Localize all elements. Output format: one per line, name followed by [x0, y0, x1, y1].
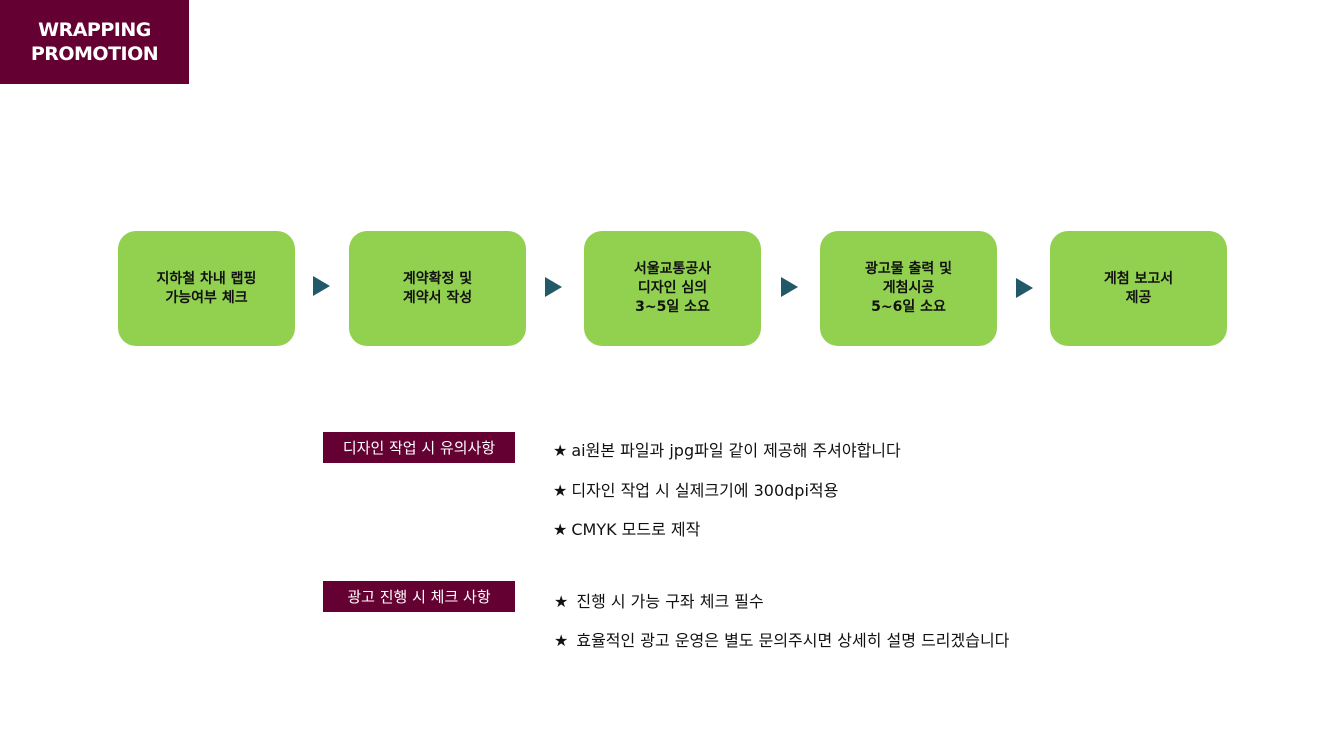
ad-note-2: ★ 효율적인 광고 운영은 별도 문의주시면 상세히 설명 드리겠습니다: [554, 627, 1009, 651]
design-note-2-text: 디자인 작업 시 실제크기에 300dpi적용: [571, 481, 839, 500]
arrow-right-icon: [313, 276, 330, 296]
design-note-2: ★디자인 작업 시 실제크기에 300dpi적용: [553, 477, 838, 501]
design-note-3-text: CMYK 모드로 제작: [571, 520, 701, 539]
ad-notes-label: 광고 진행 시 체크 사항: [323, 581, 515, 612]
step-3: 서울교통공사 디자인 심의 3~5일 소요: [584, 231, 761, 346]
design-note-3: ★CMYK 모드로 제작: [553, 516, 700, 540]
arrow-right-icon: [545, 277, 562, 297]
step-1: 지하철 차내 랩핑 가능여부 체크: [118, 231, 295, 346]
ad-note-2-text: 효율적인 광고 운영은 별도 문의주시면 상세히 설명 드리겠습니다: [576, 631, 1010, 650]
star-icon: ★: [553, 520, 568, 539]
step-3-line-3: 3~5일 소요: [635, 299, 710, 315]
step-3-line-1: 서울교통공사: [633, 261, 712, 277]
star-icon: ★: [553, 481, 568, 500]
title-block: WRAPPING PROMOTION: [0, 0, 189, 84]
step-5-line-1: 게첨 보고서: [1103, 270, 1174, 287]
step-5-line-2: 제공: [1125, 289, 1152, 306]
title-line-2: PROMOTION: [30, 43, 159, 65]
step-3-line-2: 디자인 심의: [637, 280, 708, 296]
ad-note-1: ★ 진행 시 가능 구좌 체크 필수: [554, 588, 764, 612]
arrow-right-icon: [781, 277, 798, 297]
step-5: 게첨 보고서 제공: [1050, 231, 1227, 346]
ad-note-1-text: 진행 시 가능 구좌 체크 필수: [576, 592, 764, 611]
design-note-1: ★ai원본 파일과 jpg파일 같이 제공해 주셔야합니다: [553, 437, 901, 461]
step-4-line-3: 5~6일 소요: [871, 299, 946, 315]
step-2-line-2: 계약서 작성: [402, 289, 473, 306]
star-icon: ★: [554, 592, 569, 611]
design-note-1-text: ai원본 파일과 jpg파일 같이 제공해 주셔야합니다: [571, 441, 901, 460]
star-icon: ★: [554, 631, 569, 650]
arrow-right-icon: [1016, 278, 1033, 298]
step-4-line-1: 광고물 출력 및: [864, 261, 953, 277]
star-icon: ★: [553, 441, 568, 460]
step-1-line-1: 지하철 차내 랩핑: [156, 270, 257, 287]
step-4: 광고물 출력 및 게첨시공 5~6일 소요: [820, 231, 997, 346]
step-2-line-1: 계약확정 및: [402, 270, 473, 287]
step-1-line-2: 가능여부 체크: [165, 289, 248, 306]
step-4-line-2: 게첨시공: [882, 280, 935, 296]
design-notes-label: 디자인 작업 시 유의사항: [323, 432, 515, 463]
title-line-1: WRAPPING: [38, 19, 151, 41]
step-2: 계약확정 및 계약서 작성: [349, 231, 526, 346]
